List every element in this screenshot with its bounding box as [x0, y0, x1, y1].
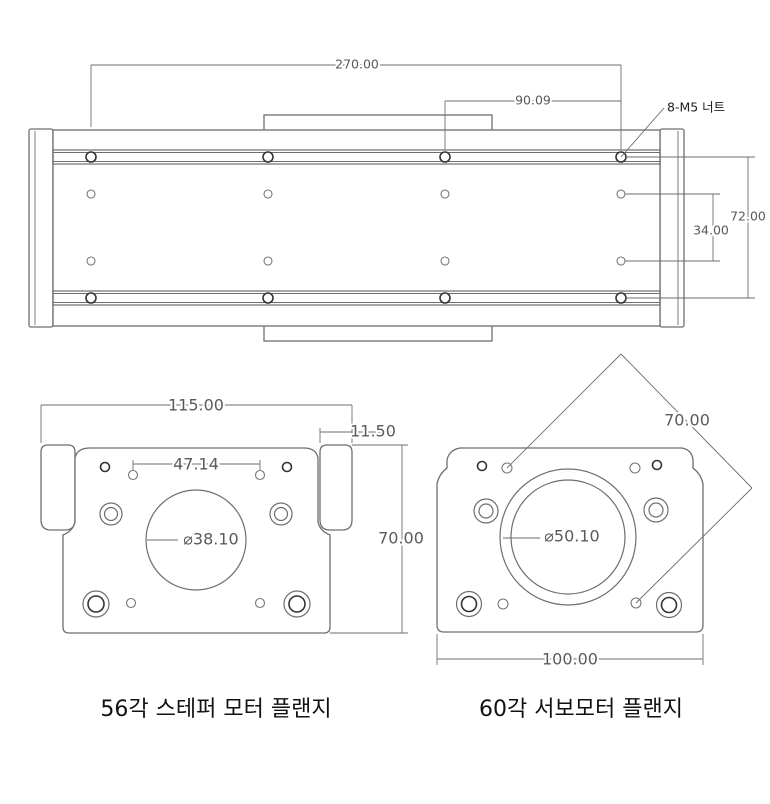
rail-hole: [439, 292, 451, 304]
stepper-counterbore-outer: [82, 590, 110, 618]
rail-hole: [85, 292, 97, 304]
servo-counterbore-inner: [648, 502, 664, 518]
stepper-bore-label: ⌀38.10: [183, 530, 238, 549]
stepper-ear-label: 11.50: [350, 422, 396, 441]
stepper-corner-hole: [99, 461, 111, 473]
rail-hole: [615, 292, 627, 304]
servo-diagonal-hole: [629, 462, 641, 474]
stepper-counterbore-outer: [283, 590, 311, 618]
nut-callout-leader: [620, 107, 665, 158]
plate-hole: [440, 189, 450, 199]
rail-hole: [85, 151, 97, 163]
left-end-cap: [28, 128, 54, 328]
nut-callout-label: 8-M5 너트: [667, 100, 725, 115]
servo-flange-caption: 60각 서보모터 플랜지: [479, 697, 683, 722]
servo-counterbore-inner: [660, 596, 678, 614]
stepper-right-ear: [319, 444, 353, 531]
servo-bore-label: ⌀50.10: [544, 527, 599, 546]
servo-counterbore-outer: [473, 498, 499, 524]
servo-diagonal-line: [620, 353, 753, 489]
servo-corner-hole: [476, 460, 488, 472]
main-plate: [52, 129, 661, 327]
stepper-left-ear: [40, 444, 76, 531]
dim-pitch-label: 90.09: [515, 93, 551, 108]
stepper-counterbore-outer: [99, 502, 123, 526]
servo-diagonal-ext-bottom: [635, 487, 753, 604]
bottom-tab: [263, 324, 493, 342]
plate-hole: [263, 189, 273, 199]
stepper-counterbore-outer: [269, 502, 293, 526]
stepper-flange-body: [62, 447, 331, 634]
plate-hole: [263, 256, 273, 266]
servo-counterbore-outer: [655, 591, 683, 619]
servo-diagonal-label: 70.00: [664, 411, 710, 430]
stepper-counterbore-inner: [87, 595, 105, 613]
servo-bore: [510, 479, 626, 595]
dim-rows-label: 34.00: [693, 223, 729, 238]
stepper-bore: [145, 489, 247, 591]
servo-width-label: 100.00: [542, 650, 598, 669]
servo-corner-hole: [651, 459, 663, 471]
servo-flange: ⌀50.10 70.00 100.00 60각 서보모터 플랜지: [436, 353, 753, 722]
stepper-flange-caption: 56각 스테퍼 모터 플랜지: [100, 697, 331, 722]
stepper-counterbore-inner: [288, 595, 306, 613]
dim-length-label: 270.00: [335, 57, 379, 72]
stepper-pitch-label: 47.14: [173, 455, 219, 474]
servo-diagonal-hole: [497, 598, 509, 610]
servo-counterbore-outer: [643, 497, 669, 523]
right-end-cap: [659, 128, 685, 328]
rail-hole: [439, 151, 451, 163]
plate-hole: [86, 256, 96, 266]
servo-counterbore-inner: [478, 503, 494, 519]
rail-hole: [262, 151, 274, 163]
servo-flange-body: [436, 447, 704, 633]
rail-hole: [262, 292, 274, 304]
plate-hole: [616, 189, 626, 199]
stepper-bottom-hole: [254, 597, 266, 609]
stepper-pitch-hole: [127, 469, 139, 481]
dim-rail-label: 72.00: [730, 209, 766, 224]
servo-diagonal-ext-top: [506, 353, 622, 469]
plate-hole: [440, 256, 450, 266]
servo-counterbore-outer: [455, 590, 483, 618]
stepper-pitch-hole: [254, 469, 266, 481]
stepper-width-label: 115.00: [168, 396, 224, 415]
plate-hole: [616, 256, 626, 266]
top-tab: [263, 114, 493, 132]
top-view: 270.00 90.09 8-M5 너트 72.00 34.00: [28, 55, 768, 342]
servo-bore-outer: [499, 468, 637, 606]
stepper-counterbore-inner: [273, 506, 289, 522]
servo-counterbore-inner: [460, 595, 478, 613]
stepper-corner-hole: [281, 461, 293, 473]
plate-hole: [86, 189, 96, 199]
stepper-flange: ⌀38.10 115.00 11.50 47.14: [40, 394, 426, 722]
stepper-bottom-hole: [125, 597, 137, 609]
stepper-height-label: 70.00: [378, 529, 424, 548]
stepper-counterbore-inner: [103, 506, 119, 522]
